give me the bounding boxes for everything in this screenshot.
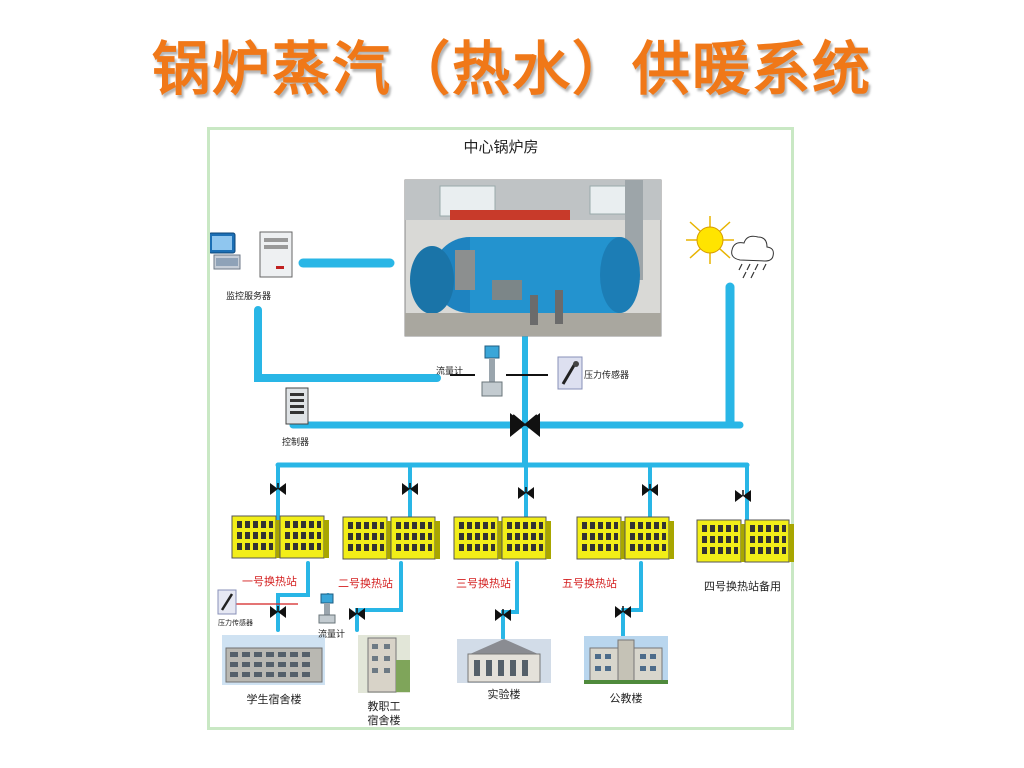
diagram-canvas [210,179,795,693]
server-tower-icon [259,231,293,278]
controller-icon [285,387,309,425]
station-label: 三号换热站 [456,577,511,590]
monitor-server-label: 监控服务器 [226,292,272,302]
small-flow-meter-icon [318,593,336,624]
staff-dorm-label-line1: 教职工 [367,700,401,713]
station-label: 五号换热站 [562,577,617,590]
flow-meter-label: 流量计 [436,367,464,377]
station-label: 四号换热站备用 [704,580,781,593]
boiler-room-label: 中心锅炉房 [463,138,539,156]
station-4-buildings [696,519,795,563]
controller-label: 控制器 [282,438,310,448]
student-dorm-label: 学生宿舍楼 [246,693,302,706]
station-3-buildings [453,516,552,560]
station-label: 一号换热站 [242,575,297,588]
boiler-photo [404,179,662,337]
pipe-server-down [254,306,441,382]
rain-cloud-icon [731,235,774,279]
flow-meter-icon [481,345,503,397]
station-label: 二号换热站 [338,577,393,590]
sun-icon [686,216,734,264]
small-pressure-sensor-label: 压力传感器 [218,619,253,627]
main-valve-icon [510,413,540,437]
lab-building-label: 实验楼 [487,688,521,701]
teaching-building-label: 公教楼 [609,692,643,705]
station-2-buildings [342,516,441,560]
staff-dorm-label-line2: 宿舍楼 [367,714,401,727]
small-flow-meter-label: 流量计 [318,630,346,640]
computer-monitor-icon [210,232,241,270]
station-1-buildings [231,515,330,559]
heating-system-diagram: 中心锅炉房 监控服务器 控制器 流量计 压力传感器 一号换热站 二号换热站 三号… [207,127,795,730]
teaching-building-photo [584,636,668,684]
small-pressure-sensor-icon [217,589,237,615]
pressure-sensor-icon [557,356,583,390]
station-5-buildings [576,516,675,560]
slide-title: 锅炉蒸汽（热水）供暖系统 [151,35,872,103]
pressure-sensor-label: 压力传感器 [584,371,630,381]
student-dorm-photo [222,635,325,685]
staff-dorm-photo [358,635,410,693]
lab-building-photo [457,639,551,683]
